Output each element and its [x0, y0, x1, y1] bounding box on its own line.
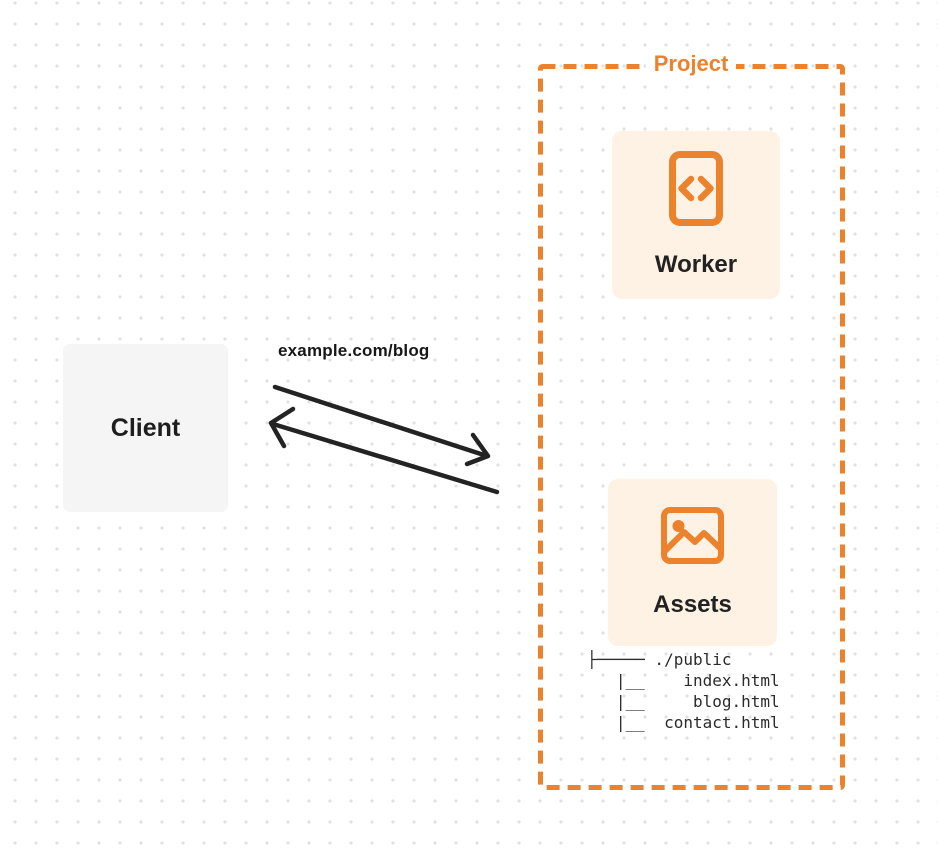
project-container-title: Project [538, 51, 844, 77]
client-label: Client [110, 413, 181, 442]
code-file-icon [669, 151, 723, 226]
file-tree-item: |__ blog.html [587, 692, 780, 711]
file-tree-item: |__ index.html [587, 671, 780, 690]
worker-label: Worker [654, 251, 738, 278]
file-tree-root: ├───── ./public [587, 650, 732, 669]
assets-node: Assets [608, 479, 777, 646]
client-node: Client [63, 344, 228, 512]
response-arrow [268, 406, 500, 495]
assets-label: Assets [653, 590, 732, 618]
image-icon [661, 506, 724, 564]
request-arrow [272, 384, 491, 467]
worker-node: Worker [612, 131, 780, 299]
file-tree-item: |__ contact.html [587, 713, 780, 732]
file-tree: ├───── ./public |__ index.html |__ blog.… [587, 649, 780, 733]
project-label: Project [645, 51, 737, 77]
request-url-label: example.com/blog [278, 341, 430, 360]
